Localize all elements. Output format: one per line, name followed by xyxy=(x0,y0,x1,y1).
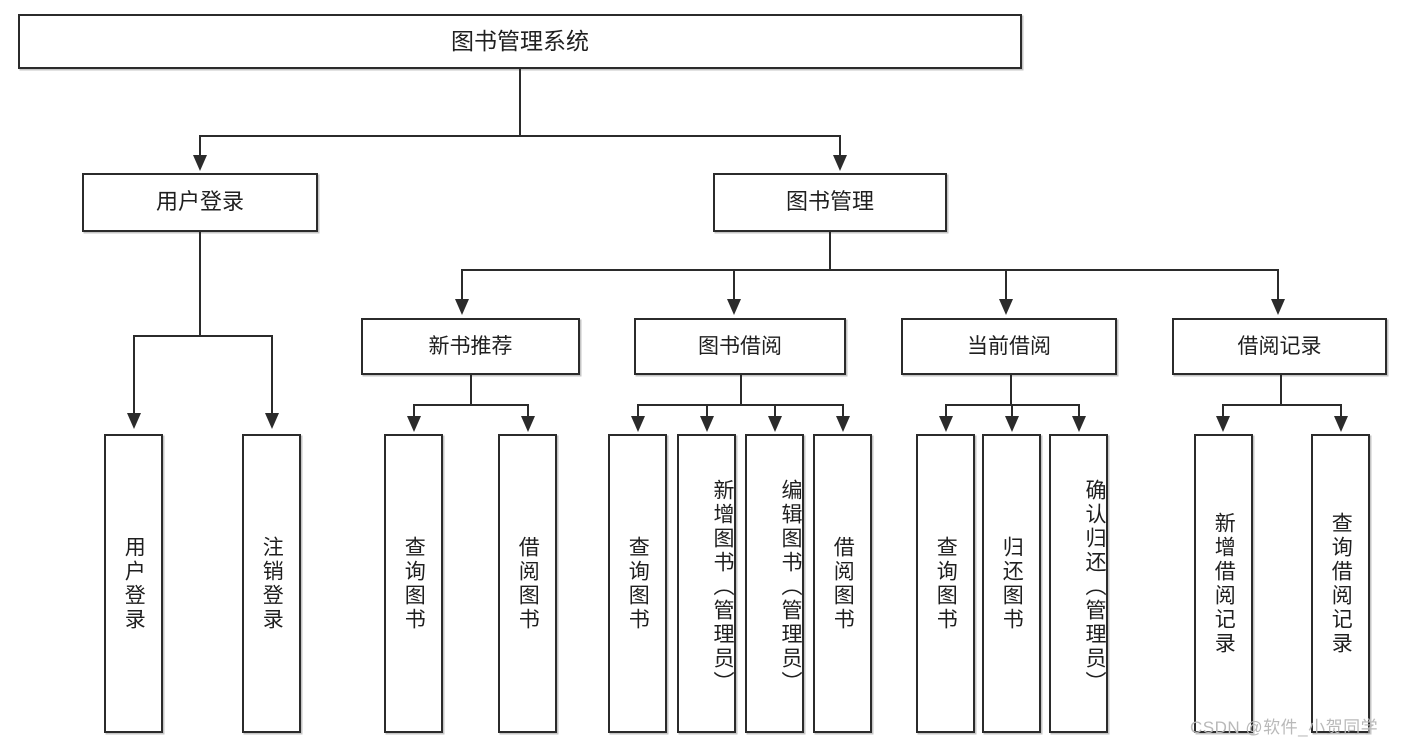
arrow-current-borrow-leaf-1 xyxy=(939,416,953,432)
connector-borrow-record-drop-2 xyxy=(1340,404,1342,418)
connector-root-bus xyxy=(199,135,841,137)
connector-user-login-drop-2 xyxy=(271,335,273,415)
arrow-book-borrow-leaf-3 xyxy=(768,416,782,432)
leaf-add-book-admin[interactable]: 新增图书（管理员） xyxy=(677,434,736,733)
leaf-user-login[interactable]: 用户登录 xyxy=(104,434,163,733)
connector-user-login-bus xyxy=(133,335,272,337)
connector-current-borrow-drop-1 xyxy=(945,404,947,418)
arrow-book-borrow-leaf-1 xyxy=(631,416,645,432)
leaf-borrow-book-borrow[interactable]: 借阅图书 xyxy=(813,434,872,733)
arrow-root-to-book-manage xyxy=(833,155,847,171)
connector-current-borrow-drop-3 xyxy=(1078,404,1080,418)
arrow-root-to-user-login xyxy=(193,155,207,171)
connector-book-borrow-drop-1 xyxy=(637,404,639,418)
arrow-book-manage-to-book-borrow xyxy=(727,299,741,315)
connector-root-stem xyxy=(519,69,521,136)
arrow-borrow-record-leaf-2 xyxy=(1334,416,1348,432)
arrow-current-borrow-leaf-3 xyxy=(1072,416,1086,432)
csdn-watermark: CSDN @软件_小贺同学 xyxy=(1190,718,1379,737)
connector-root-to-book-manage xyxy=(839,135,841,157)
connector-new-book-drop-1 xyxy=(413,404,415,418)
leaf-return-book[interactable]: 归还图书 xyxy=(982,434,1041,733)
arrow-book-manage-to-borrow-record xyxy=(1271,299,1285,315)
connector-book-manage-stem xyxy=(829,232,831,270)
node-root-book-management-system[interactable]: 图书管理系统 xyxy=(18,14,1022,69)
connector-root-to-user-login xyxy=(199,135,201,157)
connector-borrow-record-bus xyxy=(1222,404,1341,406)
connector-book-manage-drop-3 xyxy=(1005,269,1007,301)
connector-book-borrow-bus xyxy=(637,404,843,406)
connector-book-borrow-drop-3 xyxy=(774,404,776,418)
leaf-query-book-current[interactable]: 查询图书 xyxy=(916,434,975,733)
connector-current-borrow-drop-2 xyxy=(1011,404,1013,418)
arrow-borrow-record-leaf-1 xyxy=(1216,416,1230,432)
connector-borrow-record-stem xyxy=(1280,375,1282,405)
node-book-management[interactable]: 图书管理 xyxy=(713,173,947,232)
arrow-user-login-leaf-2 xyxy=(265,413,279,429)
connector-book-borrow-drop-2 xyxy=(706,404,708,418)
connector-book-manage-drop-2 xyxy=(733,269,735,301)
connector-user-login-drop-1 xyxy=(133,335,135,415)
connector-book-manage-drop-1 xyxy=(461,269,463,301)
leaf-borrow-book-recommend[interactable]: 借阅图书 xyxy=(498,434,557,733)
connector-user-login-stem xyxy=(199,232,201,336)
node-user-login[interactable]: 用户登录 xyxy=(82,173,318,232)
connector-new-book-bus xyxy=(413,404,528,406)
arrow-book-borrow-leaf-4 xyxy=(836,416,850,432)
connector-current-borrow-stem xyxy=(1010,375,1012,405)
connector-book-manage-drop-4 xyxy=(1277,269,1279,301)
arrow-user-login-leaf-1 xyxy=(127,413,141,429)
arrow-new-book-leaf-2 xyxy=(521,416,535,432)
arrow-new-book-leaf-1 xyxy=(407,416,421,432)
leaf-confirm-return-admin[interactable]: 确认归还（管理员） xyxy=(1049,434,1108,733)
leaf-query-book-recommend[interactable]: 查询图书 xyxy=(384,434,443,733)
arrow-current-borrow-leaf-2 xyxy=(1005,416,1019,432)
arrow-book-manage-to-current-borrow xyxy=(999,299,1013,315)
connector-book-manage-bus xyxy=(461,269,1279,271)
connector-new-book-stem xyxy=(470,375,472,405)
connector-book-borrow-stem xyxy=(740,375,742,405)
node-new-book-recommend[interactable]: 新书推荐 xyxy=(361,318,580,375)
node-current-borrow[interactable]: 当前借阅 xyxy=(901,318,1117,375)
connector-book-borrow-drop-4 xyxy=(842,404,844,418)
leaf-edit-book-admin[interactable]: 编辑图书（管理员） xyxy=(745,434,804,733)
connector-borrow-record-drop-1 xyxy=(1222,404,1224,418)
leaf-query-borrow-record[interactable]: 查询借阅记录 xyxy=(1311,434,1370,733)
leaf-logout-login[interactable]: 注销登录 xyxy=(242,434,301,733)
connector-new-book-drop-2 xyxy=(527,404,529,418)
arrow-book-manage-to-new-book xyxy=(455,299,469,315)
node-borrow-record[interactable]: 借阅记录 xyxy=(1172,318,1387,375)
leaf-add-borrow-record[interactable]: 新增借阅记录 xyxy=(1194,434,1253,733)
arrow-book-borrow-leaf-2 xyxy=(700,416,714,432)
node-book-borrow[interactable]: 图书借阅 xyxy=(634,318,846,375)
leaf-query-book-borrow[interactable]: 查询图书 xyxy=(608,434,667,733)
